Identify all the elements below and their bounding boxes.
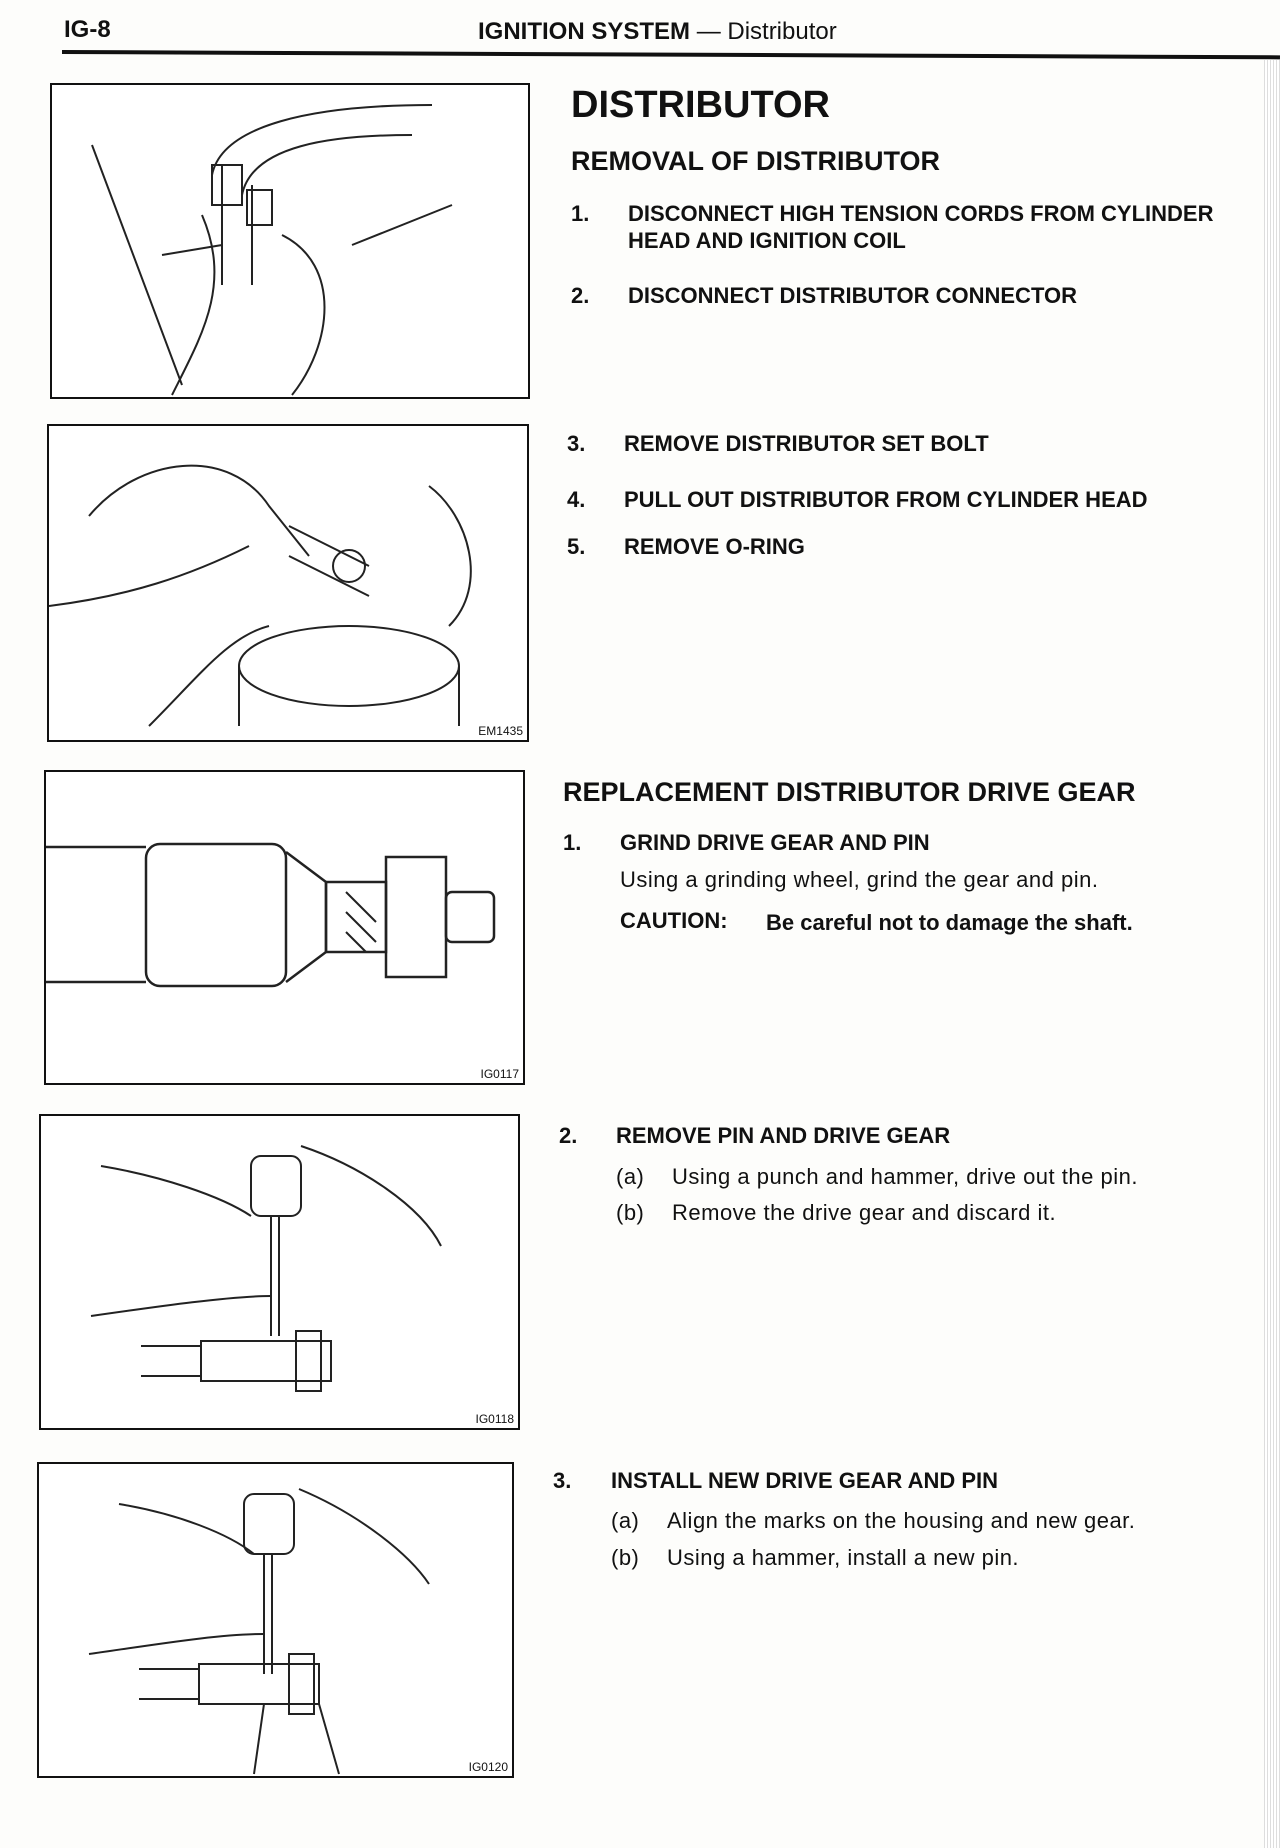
figure-disconnect-cords [50,83,530,399]
figure-code: IG0120 [468,1760,508,1774]
step-number: 1. [563,830,582,855]
figure-install-pin: IG0120 [37,1462,514,1778]
step-body: Using a grinding wheel, grind the gear a… [620,867,1099,892]
step-number: 3. [567,431,586,456]
step-text: REMOVE DISTRIBUTOR SET BOLT [624,431,989,456]
caution-label: CAUTION: [620,908,728,933]
running-header: IGNITION SYSTEM — Distributor [478,18,837,46]
header-subtitle: Distributor [727,18,837,45]
step-text: HEAD AND IGNITION COIL [628,228,906,253]
caution-text: Be careful not to damage the shaft. [766,910,1133,935]
substep-label: (b) [616,1200,645,1225]
header-title: IGNITION SYSTEM [478,18,691,45]
figure-code: EM1435 [478,724,523,738]
step-text: GRIND DRIVE GEAR AND PIN [620,830,930,855]
header-dash: — [696,18,721,45]
figure-code: IG0117 [480,1067,519,1081]
substep-label: (a) [611,1508,640,1533]
figure-remove-pin: IG0118 [39,1114,520,1430]
step-text: INSTALL NEW DRIVE GEAR AND PIN [611,1468,999,1493]
substep-label: (b) [611,1545,640,1570]
step-text: DISCONNECT DISTRIBUTOR CONNECTOR [628,283,1077,308]
header-rule [61,50,1280,60]
step-text: REMOVE PIN AND DRIVE GEAR [616,1123,951,1148]
substep-text: Remove the drive gear and discard it. [672,1200,1057,1225]
substep-text: Using a hammer, install a new pin. [667,1545,1020,1570]
figure-code: IG0118 [475,1412,514,1426]
step-number: 2. [559,1123,578,1148]
substep-label: (a) [616,1164,645,1189]
figure-grind-gear: IG0117 [44,770,525,1085]
page-number: IG-8 [64,16,111,43]
substep-text: Align the marks on the housing and new g… [667,1508,1136,1533]
section-title: DISTRIBUTOR [571,84,830,126]
substep-text: Using a punch and hammer, drive out the … [672,1164,1138,1189]
figure-remove-set-bolt: EM1435 [47,424,529,742]
page-edge-shadow [1264,60,1280,1848]
step-number: 5. [567,534,586,559]
step-number: 2. [571,283,590,308]
replacement-heading: REPLACEMENT DISTRIBUTOR DRIVE GEAR [563,777,1136,807]
step-number: 1. [571,201,590,226]
step-number: 3. [553,1468,572,1493]
step-text: REMOVE O-RING [624,534,805,559]
step-number: 4. [567,487,586,512]
step-text: DISCONNECT HIGH TENSION CORDS FROM CYLIN… [628,201,1214,226]
removal-heading: REMOVAL OF DISTRIBUTOR [571,146,941,176]
step-text: PULL OUT DISTRIBUTOR FROM CYLINDER HEAD [624,487,1148,512]
